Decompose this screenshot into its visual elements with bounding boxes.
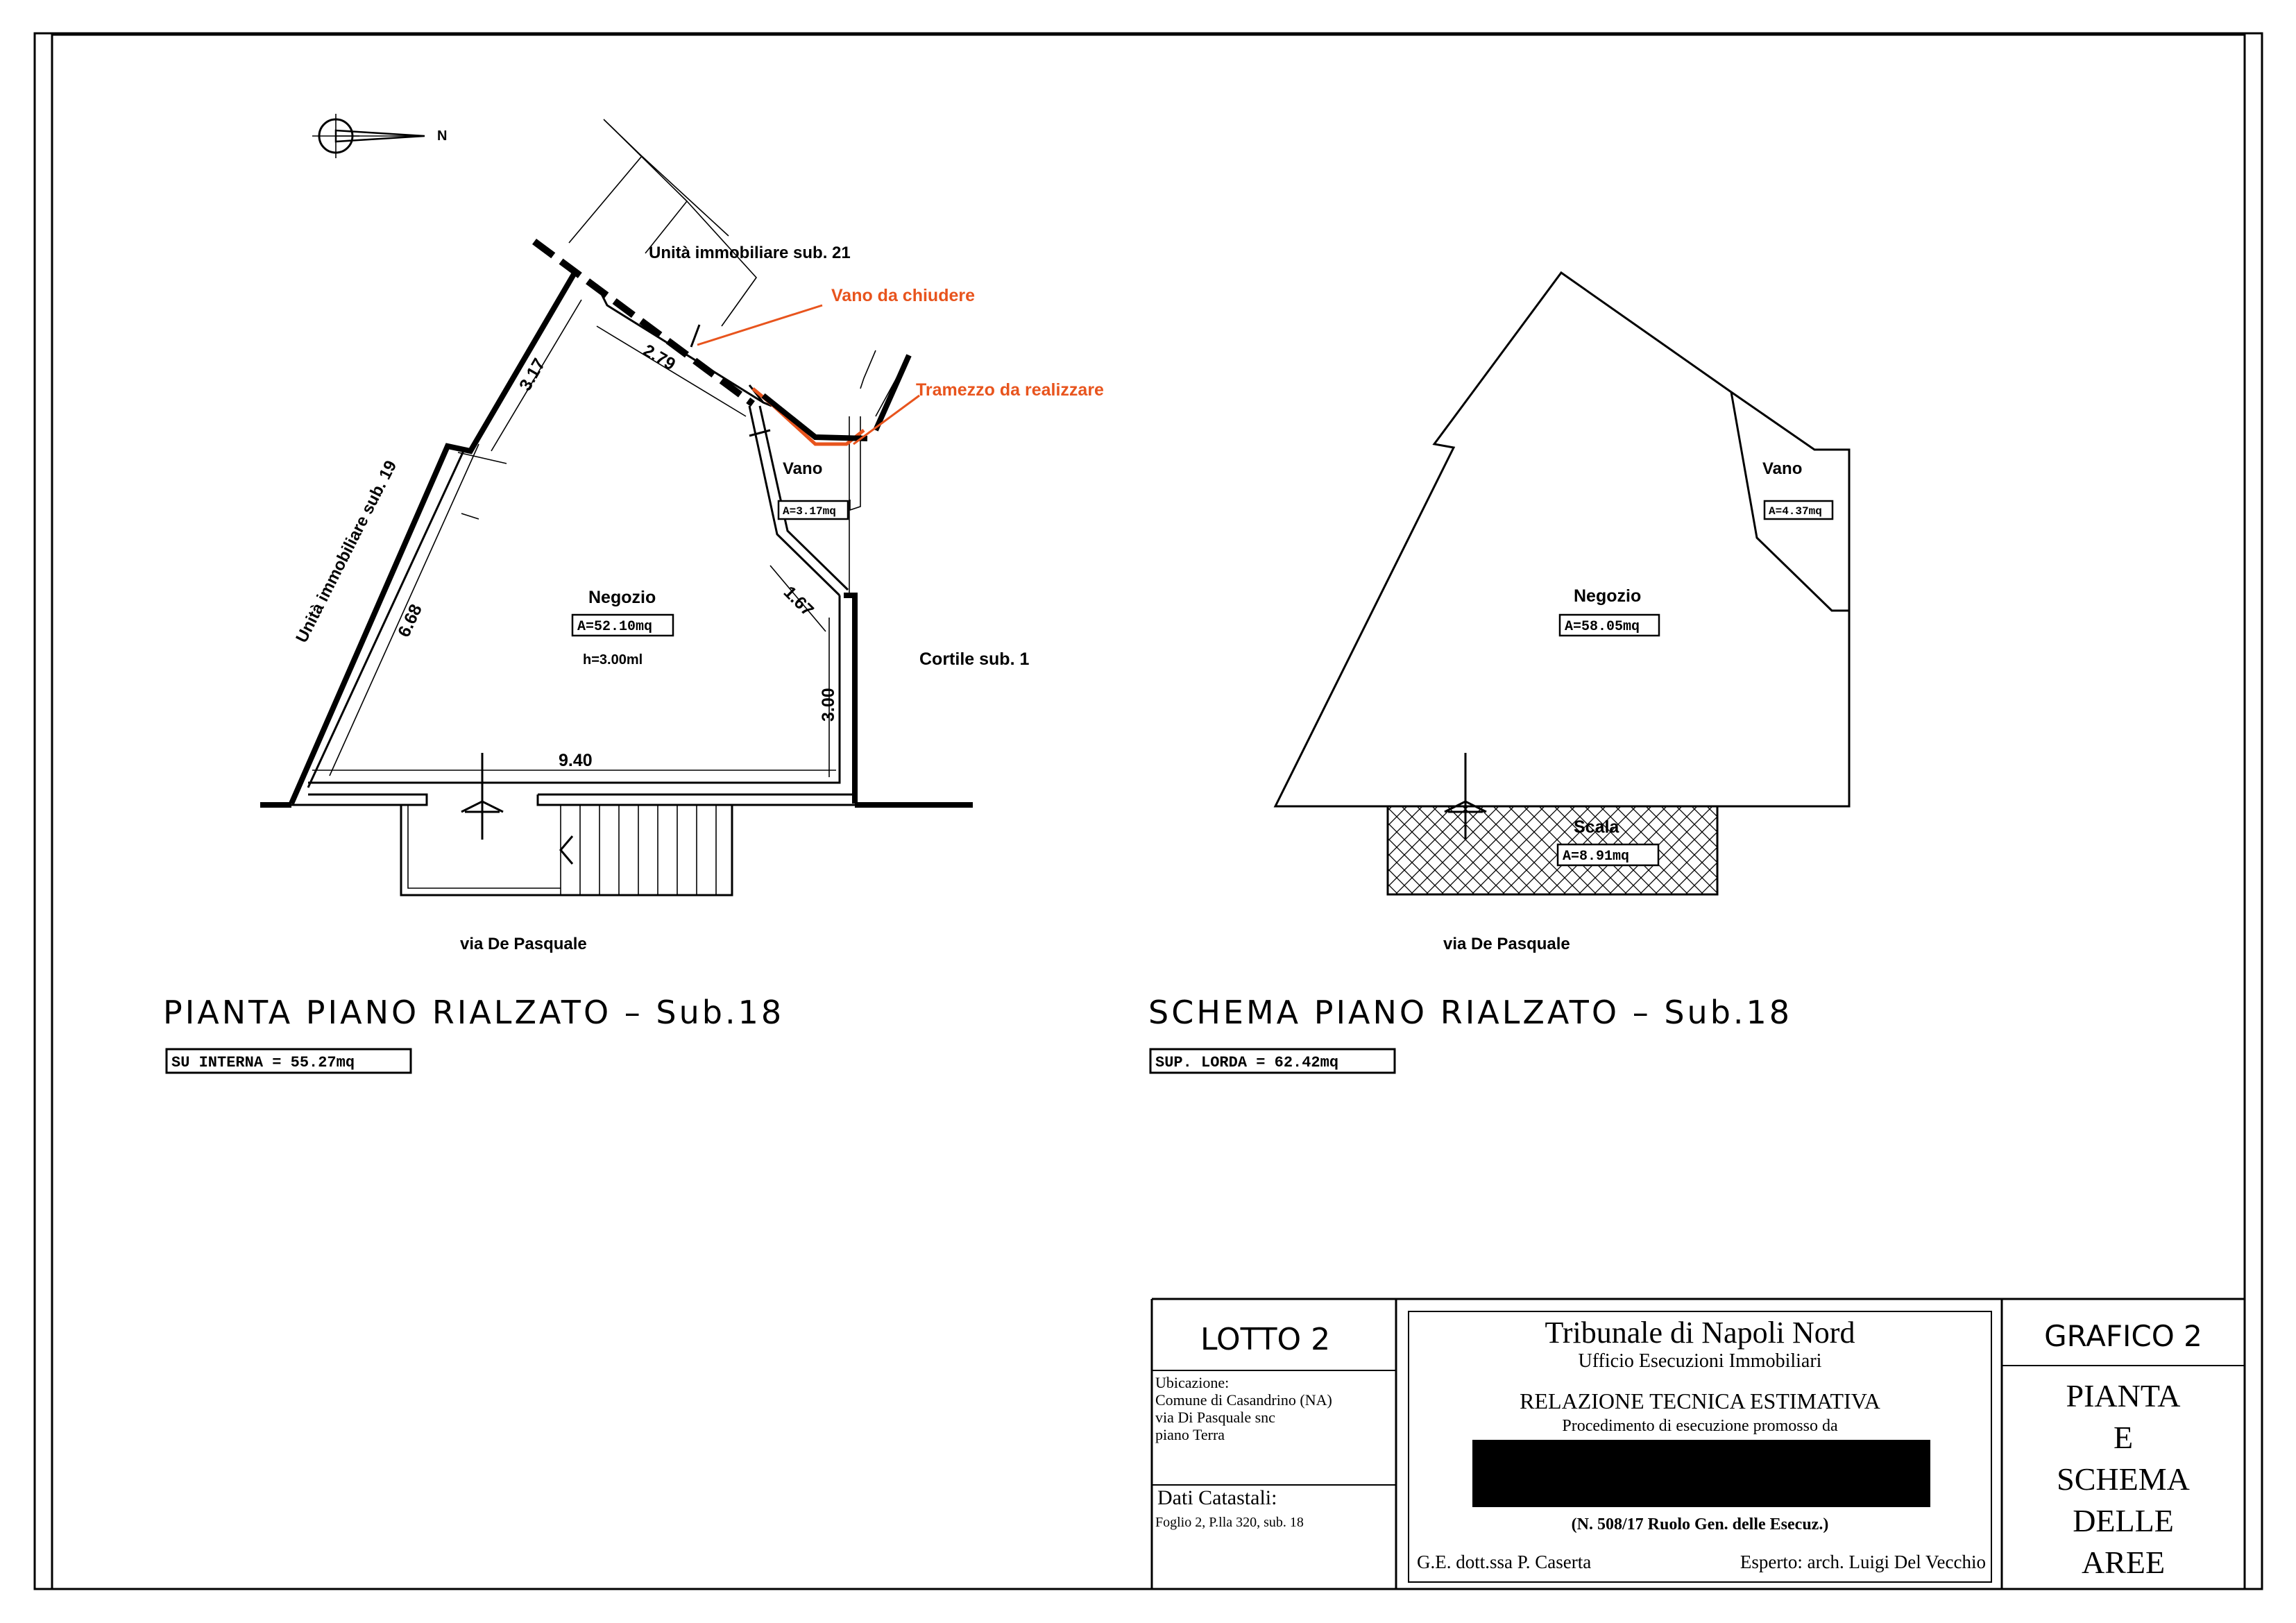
unit-19-label: Unità immobiliare sub. 19 xyxy=(292,457,400,645)
inner-frame xyxy=(51,33,2246,1590)
schema-area: SUP. LORDA = 62.42mq xyxy=(1155,1054,1338,1071)
dim-3-00: 3.00 xyxy=(819,688,838,722)
vano-area: A=3.17mq xyxy=(783,505,836,518)
wall-east xyxy=(844,593,858,804)
judge-name: G.E. dott.ssa P. Caserta xyxy=(1417,1552,1591,1572)
schema-vano-name: Vano xyxy=(1762,459,1802,478)
subject-line-0: PIANTA xyxy=(2066,1378,2181,1413)
leader-tramezzo xyxy=(853,394,920,445)
schema-vano-area: A=4.37mq xyxy=(1769,505,1822,518)
report-title: RELAZIONE TECNICA ESTIMATIVA xyxy=(1520,1388,1880,1413)
negozio-area-box xyxy=(571,613,674,637)
dati-catastali-value: Foglio 2, P.lla 320, sub. 18 xyxy=(1155,1515,1304,1530)
schema-outline xyxy=(1273,271,1851,808)
court-name: Tribunale di Napoli Nord xyxy=(1545,1316,1855,1350)
schema-negozio-area: A=58.05mq xyxy=(1565,619,1640,635)
plan-title: PIANTA PIANO RIALZATO – Sub.18 xyxy=(163,994,784,1031)
schema-title: SCHEMA PIANO RIALZATO – Sub.18 xyxy=(1148,994,1792,1031)
wall-west xyxy=(289,269,579,805)
subject-line-2: SCHEMA xyxy=(2057,1461,2190,1497)
ubicazione-line-1: Comune di Casandrino (NA) xyxy=(1155,1391,1332,1409)
boundary-dashed xyxy=(532,238,755,407)
north-arrow-icon xyxy=(312,114,425,158)
unit-21-label: Unità immobiliare sub. 21 xyxy=(649,244,851,262)
grafico-label: GRAFICO 2 xyxy=(2044,1319,2202,1353)
plan-area-box xyxy=(165,1048,412,1074)
negozio-room-name: Negozio xyxy=(588,588,656,607)
north-label: N xyxy=(437,128,447,144)
cortile-label: Cortile sub. 1 xyxy=(919,649,1029,669)
schema-negozio-name: Negozio xyxy=(1574,586,1641,606)
lotto-label: LOTTO 2 xyxy=(1200,1322,1330,1357)
ubicazione-line-2: via Di Pasquale snc xyxy=(1155,1409,1275,1426)
outer-frame xyxy=(33,32,2263,1590)
schema-scala-name: Scala xyxy=(1574,817,1619,837)
schema-scala-area: A=8.91mq xyxy=(1563,849,1629,865)
vano-room-name: Vano xyxy=(783,459,822,478)
plan-street-label: via De Pasquale xyxy=(460,935,587,953)
subject-line-1: E xyxy=(2114,1420,2133,1455)
floor-plan xyxy=(260,119,973,897)
subject-line-4: AREE xyxy=(2082,1545,2165,1580)
office-name: Ufficio Esecuzioni Immobiliari xyxy=(1579,1350,1822,1372)
ubicazione-line-3: piano Terra xyxy=(1155,1426,1225,1443)
schema-scala-area-box xyxy=(1556,843,1660,867)
vano-area-box xyxy=(777,500,849,520)
vano-da-chiudere-label: Vano da chiudere xyxy=(831,286,975,305)
schema-street-label: via De Pasquale xyxy=(1443,935,1570,953)
procedure-label: Procedimento di esecuzione promosso da xyxy=(1562,1417,1838,1435)
schema-vano-area-box xyxy=(1763,500,1834,520)
redacted-party xyxy=(1472,1440,1930,1507)
plan-area: SU INTERNA = 55.27mq xyxy=(171,1054,355,1071)
expert-name: Esperto: arch. Luigi Del Vecchio xyxy=(1740,1552,1986,1572)
stair-treads xyxy=(560,805,717,895)
schema-area-box xyxy=(1149,1048,1396,1074)
schema-scala-area xyxy=(1386,805,1719,896)
negozio-height: h=3.00ml xyxy=(583,652,643,668)
leader-vano xyxy=(697,304,823,346)
title-block xyxy=(1150,1298,2245,1589)
dim-9-40: 9.40 xyxy=(559,751,593,770)
dim-6-68: 6.68 xyxy=(394,602,426,640)
ubicazione-line-0: Ubicazione: xyxy=(1155,1374,1229,1391)
case-number: (N. 508/17 Ruolo Gen. delle Esecuz.) xyxy=(1572,1515,1829,1533)
dati-catastali-label: Dati Catastali: xyxy=(1157,1486,1277,1509)
subject-line-3: DELLE xyxy=(2073,1503,2174,1538)
schema-diagram xyxy=(1273,271,1851,896)
tramezzo-label: Tramezzo da realizzare xyxy=(916,380,1104,400)
schema-negozio-area-box xyxy=(1558,613,1660,637)
negozio-area: A=52.10mq xyxy=(577,619,652,635)
schema-vano-outline xyxy=(1730,391,1849,612)
